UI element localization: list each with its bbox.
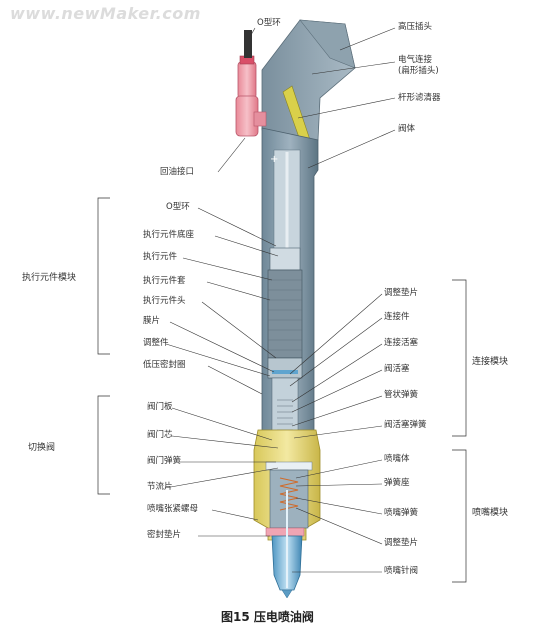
connector-head: [261, 19, 356, 151]
nozzle-tip: [271, 490, 303, 599]
label-actuator-sleeve: 执行元件套: [143, 276, 186, 286]
group-actuator-module: 执行元件模块: [22, 273, 77, 283]
group-brackets: [97, 197, 467, 583]
label-seal-washer: 密封垫片: [147, 530, 182, 540]
label-elec-conn-1: 电气连接: [398, 55, 433, 65]
label-nozzle-body: 喷嘴体: [384, 454, 410, 464]
label-return-port: 回油接口: [160, 167, 195, 177]
label-rod-filter: 杆形滤清器: [398, 93, 441, 103]
return-connector: [235, 30, 267, 137]
label-valve-body: 阀体: [398, 124, 416, 134]
label-diaphragm: 膜片: [143, 316, 161, 326]
group-nozzle-module: 喷嘴模块: [472, 508, 509, 518]
label-nozzle-needle: 喷嘴针阀: [384, 566, 419, 576]
label-valve-plate: 阀门板: [147, 402, 173, 412]
label-actuator: 执行元件: [143, 252, 178, 262]
label-actuator-base: 执行元件底座: [143, 230, 195, 240]
group-connect-module: 连接模块: [472, 357, 509, 367]
label-nozzle-spring: 喷嘴弹簧: [384, 508, 419, 518]
label-connect-plunger: 连接活塞: [384, 338, 419, 348]
label-o-ring-top: O型环: [257, 18, 281, 28]
injector-body: +: [261, 127, 319, 451]
figure-caption: 图15 压电喷油阀: [221, 610, 314, 624]
leader-lines: [164, 27, 396, 573]
label-hp-connector: 高压插头: [398, 22, 433, 32]
plus-mark: +: [270, 154, 278, 165]
label-tube-spring: 管状弹簧: [384, 390, 419, 400]
label-actuator-head: 执行元件头: [143, 296, 186, 306]
group-switch-valve: 切换阀: [28, 443, 56, 453]
label-nozzle-shim: 调整垫片: [384, 538, 419, 548]
nozzle-nut: [253, 429, 321, 541]
label-valve-spring: 阀门弹簧: [147, 456, 182, 466]
label-valve-piston: 阀活塞: [384, 364, 410, 374]
label-spring-seat: 弹簧座: [384, 478, 410, 488]
label-valve-core: 阀门芯: [147, 430, 173, 440]
label-o-ring: O型环: [166, 202, 190, 212]
label-throttle-plate: 节流片: [147, 482, 173, 492]
watermark: www.newMaker.com: [10, 4, 201, 23]
label-elec-conn-2: (扁形插头): [398, 66, 439, 76]
label-piston-spring: 阀活塞弹簧: [384, 420, 427, 430]
label-low-pressure-seal: 低压密封圈: [143, 360, 186, 370]
label-connect-shim: 调整垫片: [384, 288, 419, 298]
label-connector: 连接件: [384, 312, 410, 322]
label-adjuster: 调整件: [143, 338, 169, 348]
label-nozzle-nut: 喷嘴张紧螺母: [147, 504, 199, 514]
